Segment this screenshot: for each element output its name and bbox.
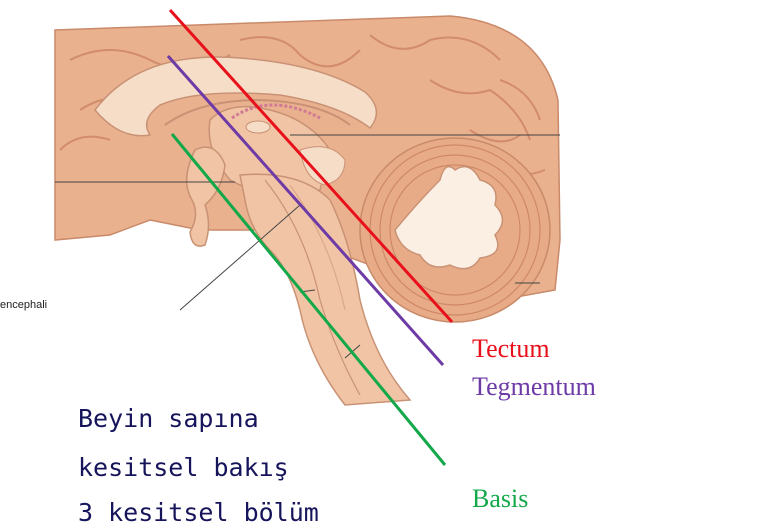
basis-label: Basis: [472, 484, 529, 513]
brainstem: [239, 146, 412, 406]
corpus-callosum: [94, 56, 378, 137]
caption-line-3: 3 kesitsel bölüm: [78, 498, 319, 527]
basis-division-line: [170, 133, 447, 466]
tegmentum-division-line: [166, 55, 445, 366]
caption-line-1: Beyin sapına: [78, 404, 259, 433]
cerebellum: [359, 137, 551, 323]
tectum-label: Tectum: [472, 334, 550, 363]
pituitary-region: [186, 146, 226, 247]
caption-line-2: kesitsel bakış: [78, 453, 289, 482]
pointer-lines: [55, 134, 560, 359]
tectum-division-line: [168, 8, 454, 324]
brain-sagittal-section-diagram: [54, 8, 561, 466]
side-label: encephali: [0, 299, 48, 311]
tegmentum-label: Tegmentum: [472, 372, 596, 401]
